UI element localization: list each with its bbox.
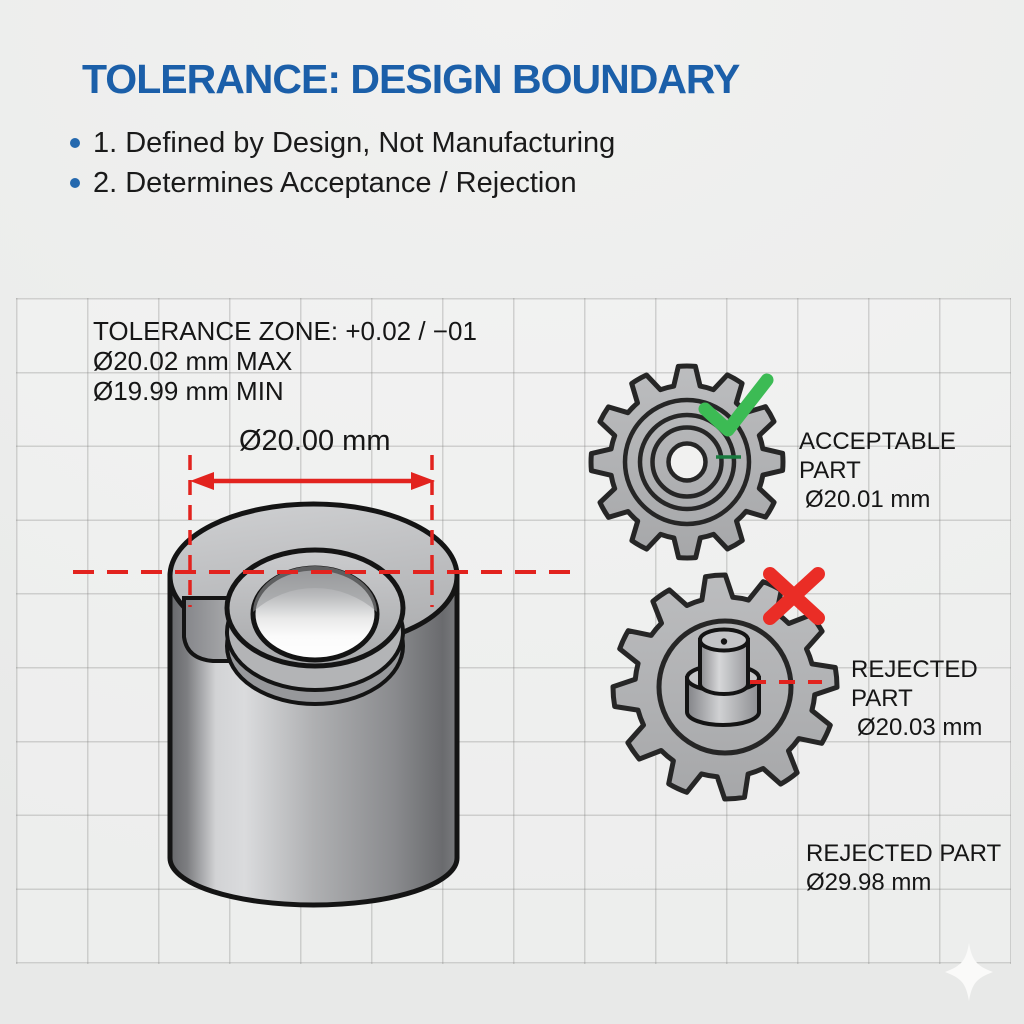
bullet-text: 1. Defined by Design, Not Manufacturing [93, 126, 616, 159]
pin-wall [698, 638, 750, 696]
cylinder-step [182, 596, 235, 663]
gear-center-hole [666, 441, 708, 483]
acceptable-gear [588, 363, 786, 561]
bullet-text: 2. Determines Acceptance / Rejection [93, 166, 577, 199]
rejected-part-label: REJECTED PART [851, 656, 978, 712]
acceptable-part-label: ACCEPTABLE PART [799, 428, 956, 484]
sparkle-icon [945, 943, 993, 1001]
rejected-oversize-callout: REJECTED PART Ø29.98 mm [806, 839, 1001, 897]
bullet-dot-icon [70, 138, 80, 148]
rejected-oversize-label: REJECTED PART [806, 840, 1002, 867]
rejected-part-value: Ø20.03 mm [857, 714, 983, 741]
tolerance-note: TOLERANCE ZONE: +0.02 / −01 Ø20.02 mm MA… [93, 316, 477, 406]
dimension-annotations [73, 455, 576, 607]
bullet-dot-icon [70, 178, 80, 188]
gear-ring [656, 618, 794, 756]
rejected-oversize-value: Ø29.98 mm [806, 869, 932, 896]
bullet-item: 1. Defined by Design, Not Manufacturing [70, 123, 739, 163]
cylinder-part [167, 501, 460, 908]
rejected-part-callout: REJECTED PART Ø20.03 mm [851, 655, 1024, 742]
rejected-gear [610, 567, 840, 802]
min-limit-line: Ø19.99 mm MIN [93, 376, 284, 406]
dimension-arrowhead-left [190, 472, 214, 490]
tolerance-zone-line: TOLERANCE ZONE: +0.02 / −01 [93, 316, 477, 346]
gear-ring-outer [622, 397, 752, 527]
acceptable-part-value: Ø20.01 mm [805, 486, 931, 513]
pin-center-dot [720, 638, 728, 645]
bullet-item: 2. Determines Acceptance / Rejection [70, 163, 739, 203]
check-icon [698, 373, 774, 437]
dimension-label: Ø20.00 mm [239, 425, 391, 457]
bore-inner-wall [253, 566, 377, 612]
cross-icon [763, 567, 825, 625]
bullet-list: 1. Defined by Design, Not Manufacturing … [70, 123, 739, 203]
gear-ring-inner [650, 425, 724, 499]
dimension-arrowhead-right [411, 472, 435, 490]
gear-ring-middle [637, 412, 737, 512]
header: TOLERANCE: DESIGN BOUNDARY 1. Defined by… [70, 56, 740, 203]
acceptable-part-callout: ACCEPTABLE PART Ø20.01 mm [799, 427, 1024, 514]
page-title: TOLERANCE: DESIGN BOUNDARY [82, 56, 740, 102]
max-limit-line: Ø20.02 mm MAX [93, 346, 293, 376]
